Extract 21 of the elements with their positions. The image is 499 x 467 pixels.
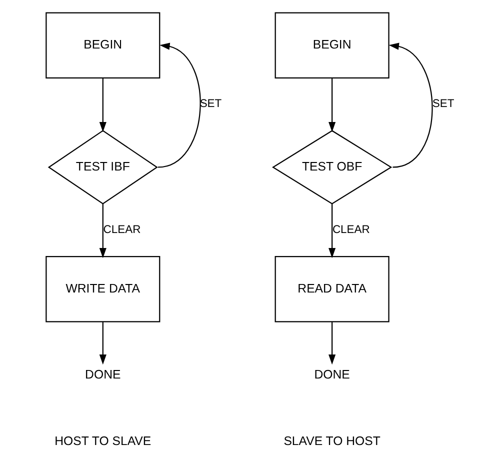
node-box: BEGIN [274, 12, 390, 78]
arrow [99, 78, 106, 132]
node-box: BEGIN [46, 12, 160, 78]
arrow [328, 78, 336, 132]
node-box: READ DATA [274, 256, 390, 322]
node-text: DONE [314, 368, 350, 382]
node-text: DONE [85, 368, 121, 382]
arrow [158, 42, 201, 168]
node-box: WRITE DATA [46, 256, 160, 322]
edge-label: CLEAR [332, 224, 370, 236]
node-diamond: TEST OBF [272, 130, 392, 204]
label: SLAVE TO HOST [284, 434, 380, 448]
arrow [388, 42, 433, 168]
arrow [99, 322, 106, 365]
edge-label: SET [432, 98, 454, 110]
arrow [99, 204, 106, 258]
node-diamond: TEST IBF [48, 130, 158, 204]
arrow [328, 322, 336, 365]
arrow [328, 204, 336, 258]
edge-label: CLEAR [103, 224, 141, 236]
label: HOST TO SLAVE [54, 434, 152, 448]
